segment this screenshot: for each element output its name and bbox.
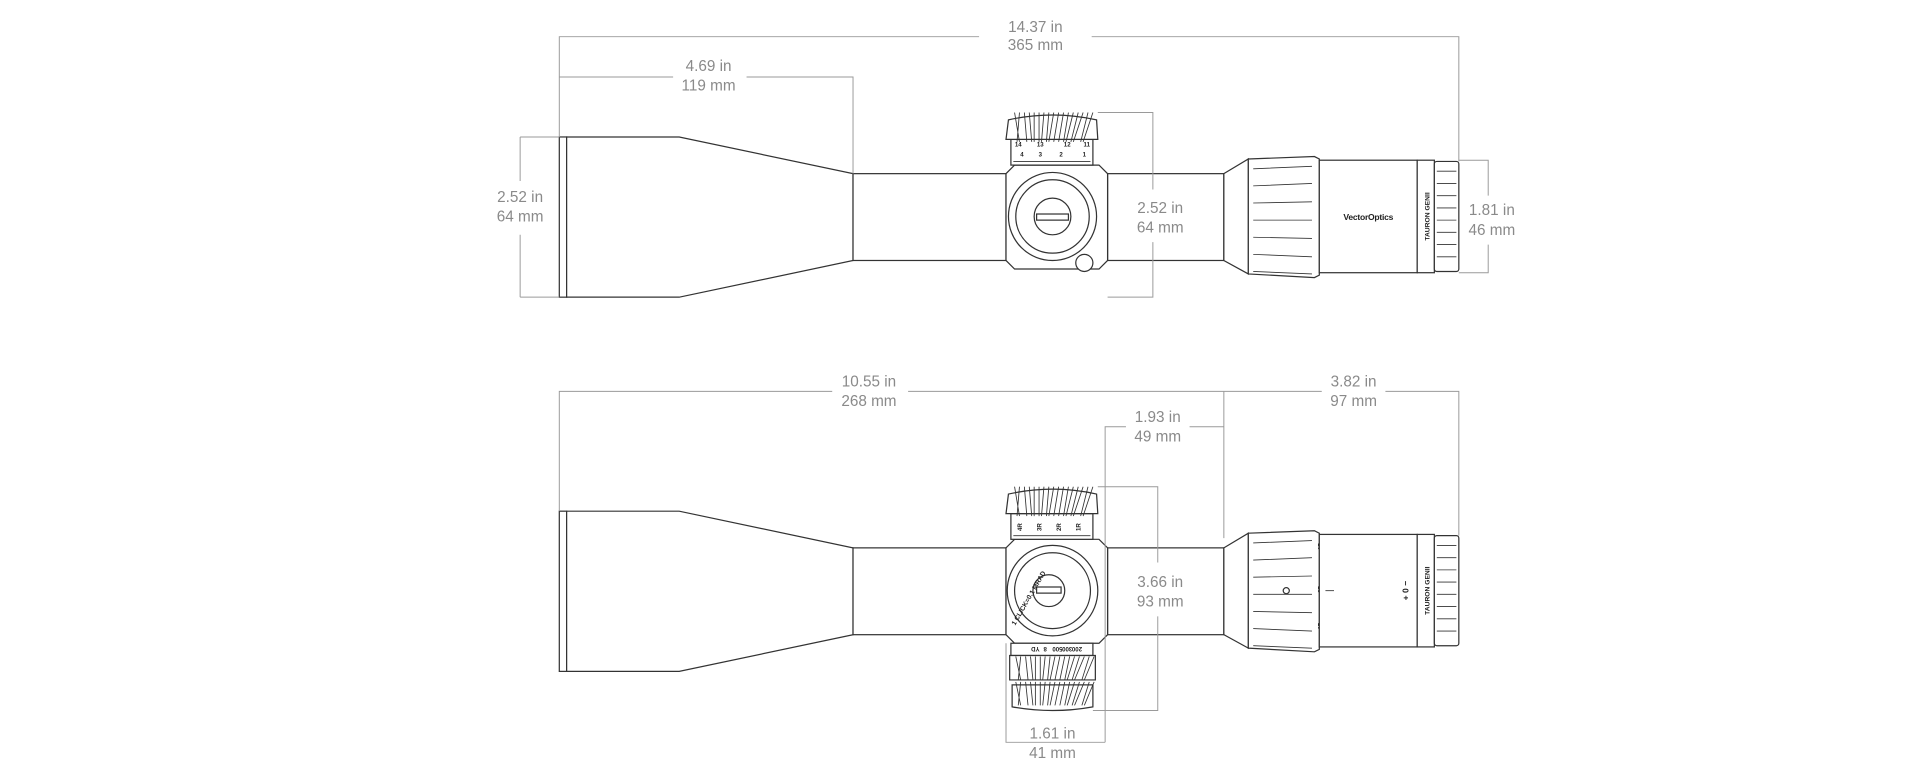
slot-icon [1035, 586, 1062, 594]
svg-text:41 mm: 41 mm [1029, 745, 1076, 762]
top-view-scope: 14 13 12 11 4 3 2 1 VectorOptics TAURON … [558, 112, 1460, 298]
svg-text:1.61 in: 1.61 in [1030, 726, 1076, 743]
slot-icon [1035, 213, 1070, 221]
svg-text:10.55 in: 10.55 in [842, 373, 896, 390]
side-view-dimensions: 10.55 in 268 mm 3.82 in 97 mm 1.93 in 49… [558, 373, 1460, 762]
elevation-scale-ring [1010, 138, 1094, 166]
windage-knob[interactable] [1005, 488, 1099, 515]
svg-text:300: 300 [1062, 645, 1073, 652]
svg-text:3: 3 [1039, 152, 1043, 159]
side-view-scope: 4R 3R 2R 1R 1 CLICK=0.1 MRAD YD 8 500 30… [558, 486, 1460, 712]
svg-text:1R: 1R [1076, 523, 1083, 531]
svg-text:268 mm: 268 mm [841, 393, 896, 410]
elevation-knob[interactable] [1005, 114, 1099, 141]
svg-text:64 mm: 64 mm [1137, 219, 1184, 236]
eyepiece-body [1318, 159, 1418, 274]
svg-text:YD: YD [1031, 645, 1040, 652]
objective-front-ring [558, 510, 568, 672]
svg-text:14: 14 [1015, 142, 1022, 149]
svg-text:12: 12 [1064, 142, 1071, 149]
objective-bell [566, 136, 854, 298]
brand-logo: VectorOptics [1343, 212, 1393, 222]
svg-text:97 mm: 97 mm [1330, 393, 1377, 410]
windage-scale-ring [1010, 513, 1094, 540]
svg-text:46 mm: 46 mm [1469, 222, 1516, 239]
svg-text:49 mm: 49 mm [1134, 428, 1181, 445]
svg-text:4R: 4R [1017, 523, 1024, 531]
svg-text:3.66 in: 3.66 in [1137, 574, 1183, 591]
parallax-scale-numbers: YD 8 500 300 200 [1031, 645, 1083, 652]
illumination-knob[interactable] [1075, 253, 1094, 273]
svg-text:TAURON GENII: TAURON GENII [1424, 566, 1431, 615]
svg-text:500: 500 [1052, 645, 1063, 652]
power-ring[interactable] [1247, 155, 1320, 279]
svg-text:13: 13 [1037, 142, 1044, 149]
svg-text:1.81 in: 1.81 in [1469, 202, 1515, 219]
objective-front-ring [558, 136, 568, 298]
svg-text:1: 1 [1083, 152, 1087, 159]
svg-text:2R: 2R [1056, 523, 1063, 531]
svg-text:8: 8 [1043, 645, 1047, 652]
svg-text:2.52 in: 2.52 in [497, 189, 543, 206]
diopter-ring[interactable] [1433, 535, 1460, 647]
main-tube-rear [1106, 173, 1225, 262]
svg-text:+ 0 −: + 0 − [1401, 581, 1411, 600]
main-tube-front [852, 547, 1007, 636]
svg-text:4: 4 [1020, 152, 1024, 159]
elevation-scale-numbers: 14 13 12 11 4 3 2 1 [1015, 142, 1091, 159]
svg-text:11: 11 [1084, 142, 1091, 149]
power-indicator-dot [1282, 587, 1290, 595]
main-tube-front [852, 173, 1007, 262]
eyepiece-body [1318, 533, 1418, 648]
svg-text:14.37 in: 14.37 in [1008, 19, 1062, 36]
svg-text:365 mm: 365 mm [1008, 37, 1063, 54]
svg-text:1.93 in: 1.93 in [1135, 409, 1181, 426]
svg-text:2.52 in: 2.52 in [1137, 200, 1183, 217]
windage-scale-numbers: 4R 3R 2R 1R [1017, 523, 1083, 531]
svg-text:119 mm: 119 mm [682, 78, 736, 95]
diopter-ring[interactable] [1433, 160, 1460, 273]
svg-text:64 mm: 64 mm [497, 208, 544, 225]
objective-bell [566, 510, 854, 672]
top-view-dimensions: 14.37 in 365 mm 4.69 in 119 mm 2.52 in 6… [497, 19, 1516, 298]
main-tube-rear [1106, 547, 1225, 636]
svg-text:93 mm: 93 mm [1137, 594, 1184, 611]
svg-text:200: 200 [1071, 645, 1082, 652]
svg-text:3.82 in: 3.82 in [1331, 373, 1377, 390]
svg-text:3R: 3R [1036, 523, 1043, 531]
svg-text:4.69 in: 4.69 in [686, 58, 732, 75]
svg-text:2: 2 [1059, 152, 1063, 159]
svg-text:TAURON GENII: TAURON GENII [1424, 192, 1431, 241]
